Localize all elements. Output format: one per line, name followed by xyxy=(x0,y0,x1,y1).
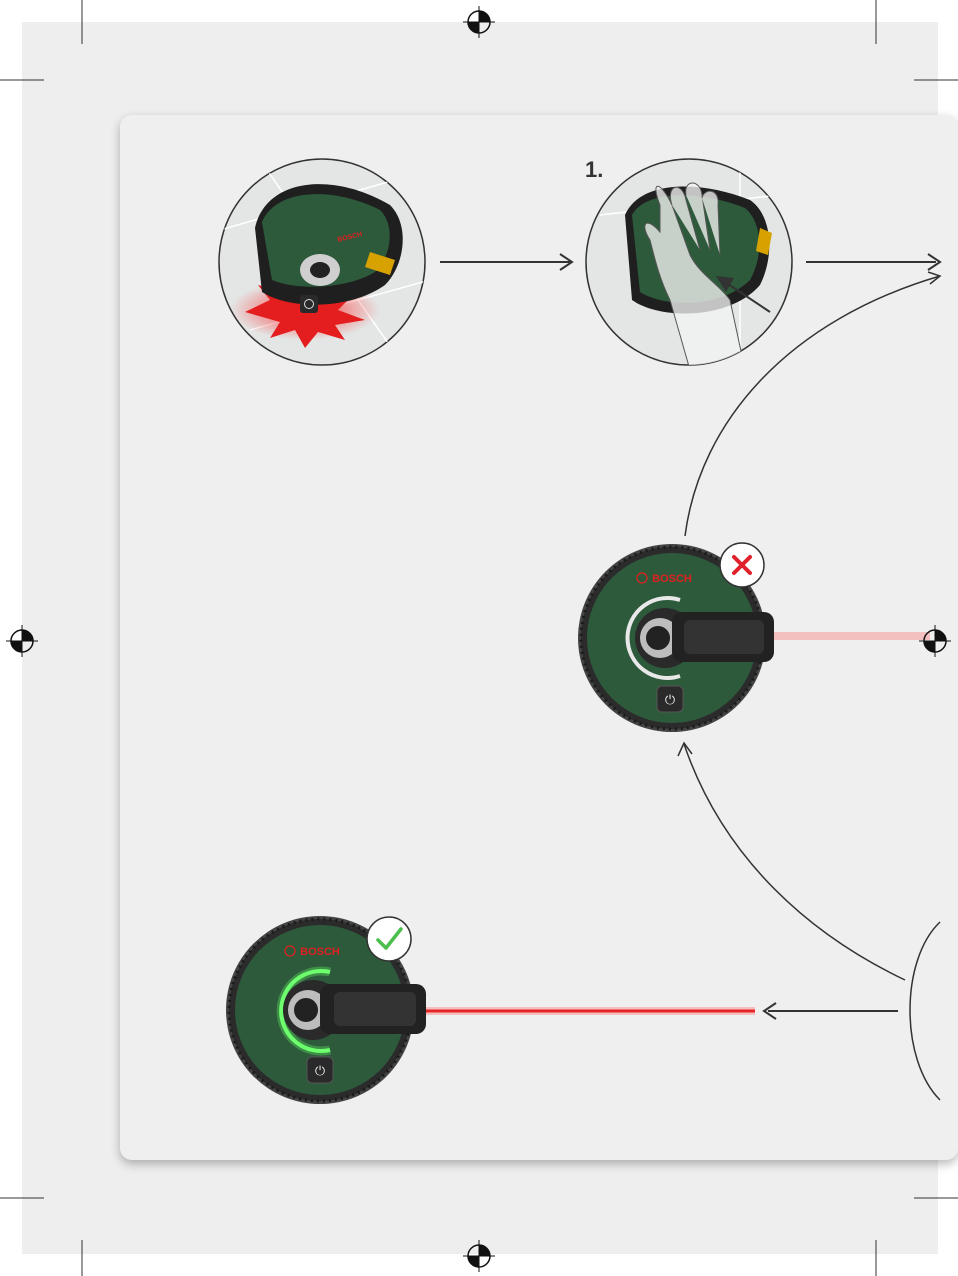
registration-mark-icon xyxy=(463,6,495,38)
error-badge xyxy=(719,542,765,588)
check-mark-icon xyxy=(376,927,403,950)
partial-circle-edge xyxy=(909,921,941,1101)
device-shock-illustration: BOSCH xyxy=(218,158,426,366)
power-button[interactable] xyxy=(306,1056,334,1084)
press-arrow xyxy=(721,279,771,313)
ok-badge xyxy=(366,916,412,962)
device-brand-label: BOSCH xyxy=(300,946,340,958)
x-mark-icon xyxy=(732,555,752,575)
registration-mark-icon xyxy=(463,1240,495,1272)
power-icon: ⏻ xyxy=(315,1063,325,1078)
hand-press-illustration xyxy=(585,158,793,366)
curved-arrow-up xyxy=(684,275,941,537)
device-brand-label: BOSCH xyxy=(652,573,692,585)
device-error-state: ⏻ BOSCH xyxy=(578,542,951,732)
curved-arrow-to-device xyxy=(683,743,906,981)
step-number-label: 1. xyxy=(585,157,604,182)
flow-arrows xyxy=(440,253,942,1101)
power-icon: ⏻ xyxy=(665,692,675,707)
power-button[interactable] xyxy=(656,685,684,713)
registration-mark-icon xyxy=(6,625,38,657)
device-ok-state: ⏻ BOSCH xyxy=(226,916,755,1104)
registration-mark-icon xyxy=(919,625,951,657)
